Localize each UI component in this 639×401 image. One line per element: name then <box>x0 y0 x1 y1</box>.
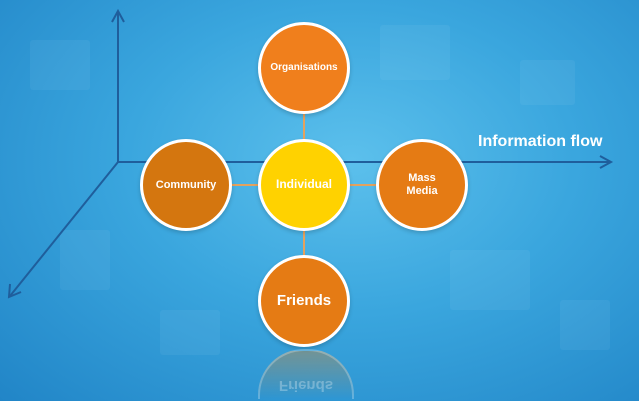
background-tile <box>160 310 220 355</box>
background-tile <box>520 60 575 105</box>
node-individual-label: Individual <box>275 177 332 192</box>
node-mass-media: Mass Media <box>376 139 468 231</box>
y-axis-arrowhead <box>111 8 125 23</box>
node-mass-media-label: Mass Media <box>406 172 438 197</box>
z-axis-arrowhead <box>7 283 22 299</box>
node-friends-label: Friends <box>276 292 332 310</box>
axis-label-information-flow: Information flow <box>478 133 603 150</box>
node-individual: Individual <box>258 139 350 231</box>
background-tile <box>380 25 450 80</box>
background-tile <box>30 40 90 90</box>
node-organisations-label: Organisations <box>270 62 338 74</box>
node-friends: Friends <box>258 255 350 347</box>
reflection-label: Friends <box>278 377 334 394</box>
background-tile <box>60 230 110 290</box>
x-axis-arrowhead <box>599 155 614 169</box>
node-community-label: Community <box>155 178 217 191</box>
node-organisations: Organisations <box>258 22 350 114</box>
background-tile <box>560 300 610 350</box>
node-community: Community <box>140 139 232 231</box>
background-tile <box>450 250 530 310</box>
z-axis <box>9 161 119 297</box>
